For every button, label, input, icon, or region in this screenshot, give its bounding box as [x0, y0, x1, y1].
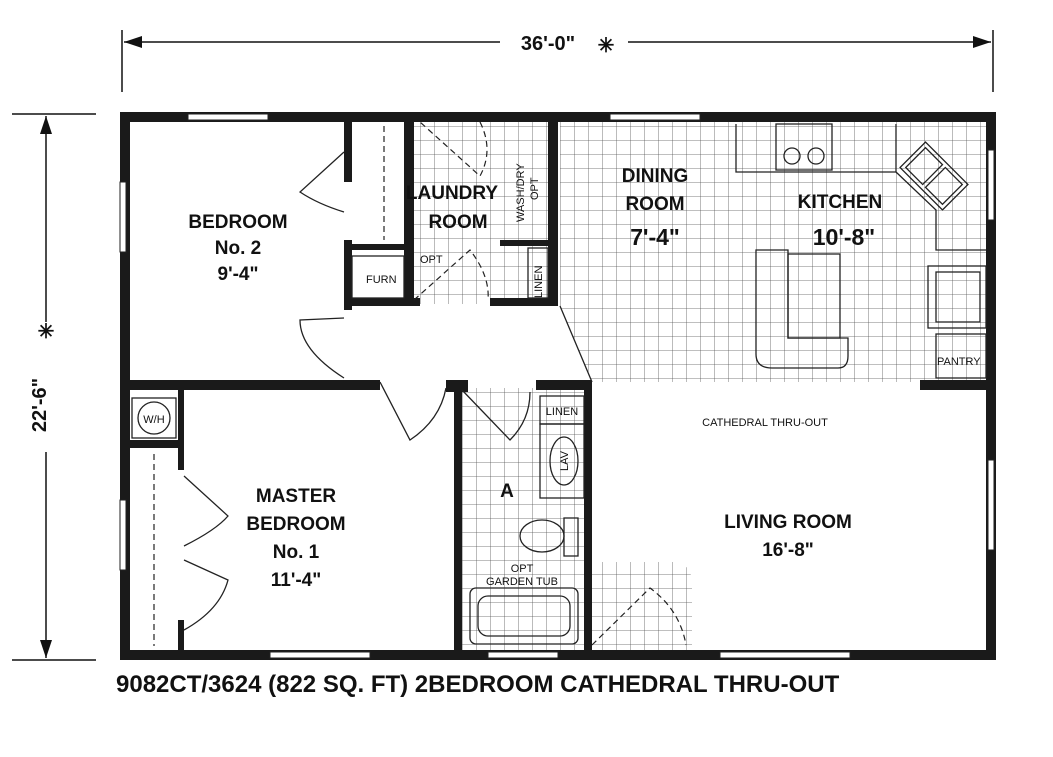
room-dining: DINING ROOM 7'-4": [622, 166, 689, 250]
bath-name: A: [500, 481, 514, 502]
garden-tub-label: GARDEN TUB: [486, 576, 558, 588]
room-master: MASTER BEDROOM No. 1 11'-4" W/H: [143, 414, 345, 591]
room-kitchen: KITCHEN 10'-8" PANTRY: [798, 192, 981, 368]
laundry-name-1: LAUNDRY: [406, 183, 499, 204]
kitchen-name: KITCHEN: [798, 192, 882, 213]
pantry-label: PANTRY: [937, 356, 981, 368]
depth-dimension: ✳ 22'-6": [12, 113, 96, 661]
depth-marker: ✳: [38, 321, 55, 343]
bedroom2-name-1: BEDROOM: [188, 212, 287, 233]
wh-label: W/H: [143, 414, 164, 426]
opt-furnace-label: OPT: [420, 254, 443, 266]
wash-dry-label: WASH/DRY: [515, 163, 527, 222]
bedroom2-size: 9'-4": [218, 264, 259, 285]
doors: [183, 121, 687, 646]
width-label: 36'-0": [521, 33, 575, 55]
cathedral-label: CATHEDRAL THRU-OUT: [702, 417, 828, 429]
furn-label: FURN: [366, 274, 397, 286]
bedroom2-name-2: No. 2: [215, 238, 261, 259]
fixtures: [131, 123, 987, 646]
living-name: LIVING ROOM: [724, 512, 852, 533]
opt-tub-label: OPT: [511, 563, 534, 575]
wash-dry-opt-label: OPT: [529, 177, 541, 200]
dining-name-1: DINING: [622, 166, 689, 187]
width-dimension: 36'-0" ✳: [121, 30, 994, 92]
dining-name-2: ROOM: [625, 194, 684, 215]
master-name-2: BEDROOM: [246, 514, 345, 535]
dining-size: 7'-4": [630, 224, 680, 250]
plan-caption: 9082CT/3624 (822 SQ. FT) 2BEDROOM CATHED…: [116, 671, 840, 698]
room-laundry: LAUNDRY ROOM WASH/DRY OPT OPT FURN LINEN: [366, 163, 545, 298]
linen-laundry-label: LINEN: [533, 266, 545, 298]
linen-bath-label: LINEN: [546, 406, 578, 418]
width-marker: ✳: [598, 35, 615, 57]
master-name-1: MASTER: [256, 486, 337, 507]
master-size: 11'-4": [271, 570, 322, 591]
laundry-name-2: ROOM: [428, 212, 487, 233]
kitchen-size: 10'-8": [813, 224, 875, 250]
tile-floors: [414, 120, 988, 650]
master-name-3: No. 1: [273, 542, 320, 563]
lav-label: LAV: [559, 450, 571, 471]
room-bath: A LINEN LAV OPT GARDEN TUB: [486, 406, 578, 588]
walls: [119, 112, 996, 660]
room-living: CATHEDRAL THRU-OUT LIVING ROOM 16'-8": [702, 417, 852, 561]
living-size: 16'-8": [762, 540, 814, 561]
room-bedroom-2: BEDROOM No. 2 9'-4": [188, 212, 287, 285]
depth-label: 22'-6": [29, 378, 51, 432]
